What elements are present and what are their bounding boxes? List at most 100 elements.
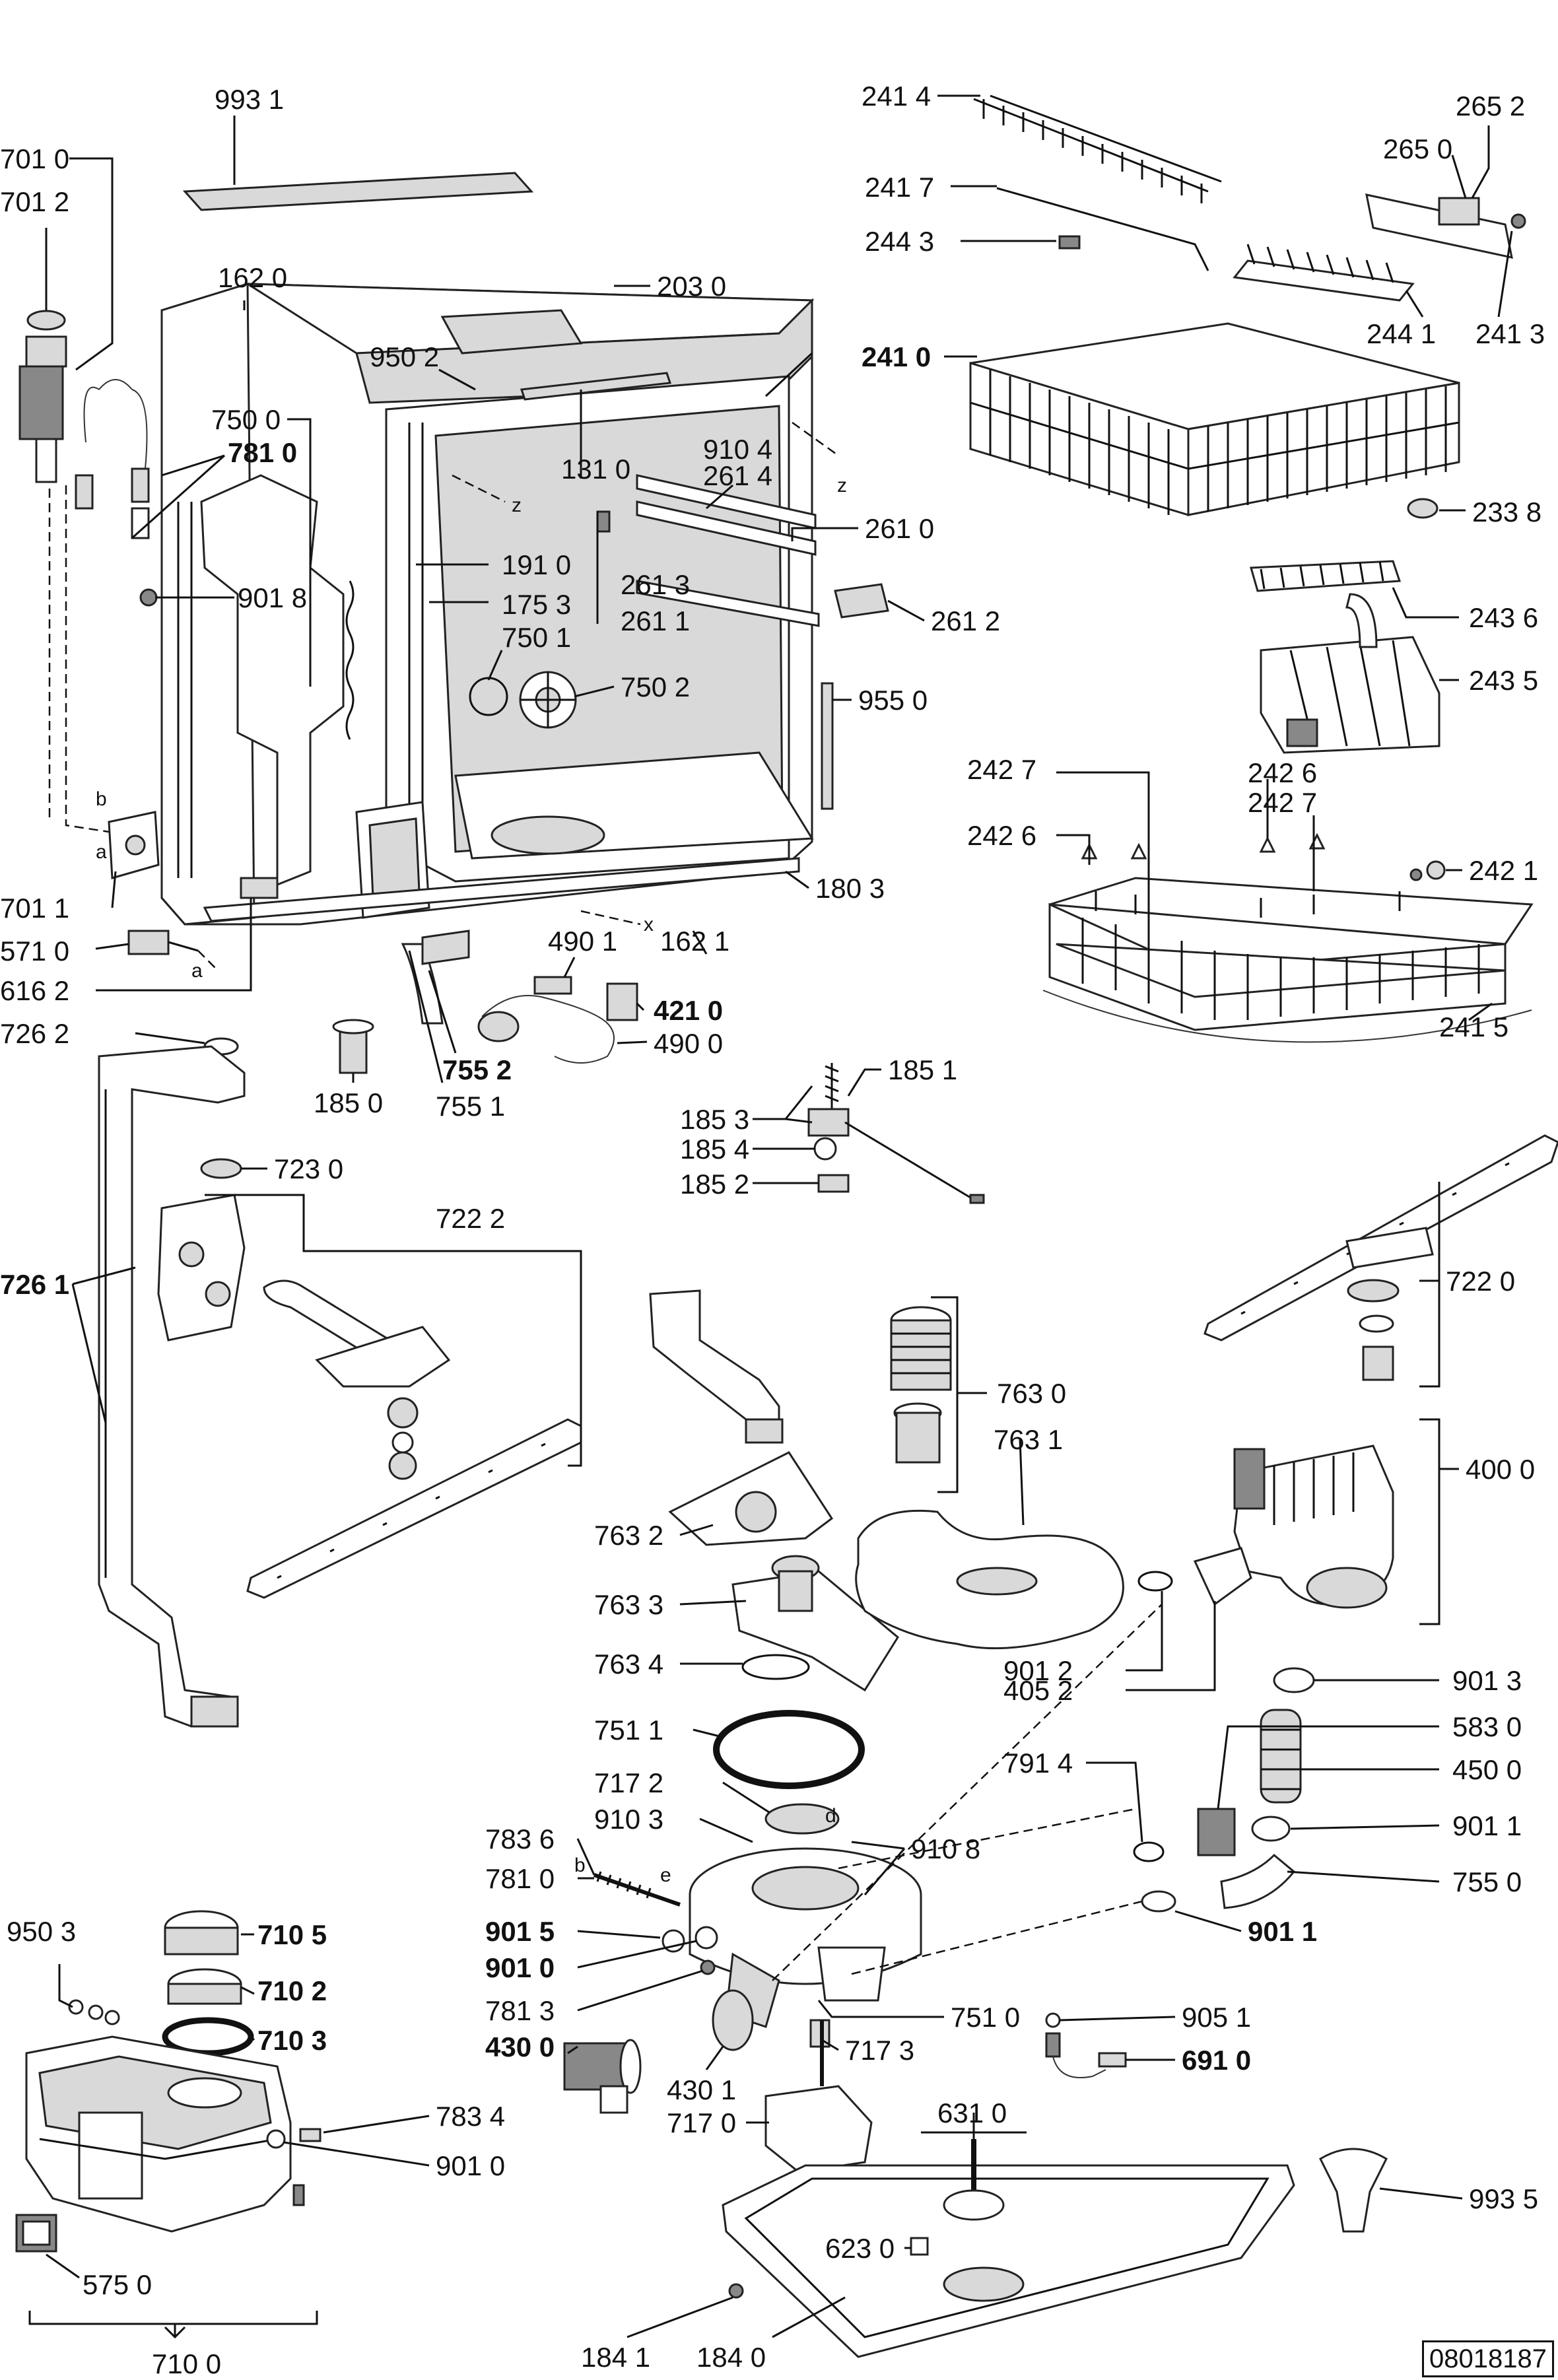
callout-751-0: 751 0 [951, 2002, 1020, 2033]
marker-a: a [191, 960, 203, 982]
callout-244-1: 244 1 [1367, 318, 1436, 349]
circulation-pump-assembly [1133, 1445, 1394, 1913]
callout-421-0: 421 0 [654, 995, 723, 1026]
base-assembly [722, 2012, 1388, 2358]
callout-710-2: 710 2 [257, 1975, 327, 2006]
callout-405-2: 405 2 [1003, 1675, 1073, 1706]
callout-244-3: 244 3 [865, 226, 934, 257]
callout-763-4: 763 4 [594, 1649, 663, 1680]
callout-241-7: 241 7 [865, 172, 934, 203]
document-id-box: 08018187 [1422, 2340, 1554, 2377]
callout-751-1: 751 1 [594, 1715, 663, 1746]
callout-430-1: 430 1 [667, 2074, 736, 2105]
callout-243-5: 243 5 [1469, 665, 1538, 696]
inlet-valve-assembly [18, 310, 638, 1074]
callout-901-1-right: 901 1 [1452, 1810, 1522, 1841]
callout-261-3: 261 3 [621, 569, 690, 600]
callout-722-0: 722 0 [1446, 1266, 1515, 1297]
callout-722-2: 722 2 [436, 1203, 505, 1234]
leveling-foot-assembly [807, 1063, 985, 1204]
callout-910-8: 910 8 [911, 1833, 980, 1864]
callout-261-4: 261 4 [703, 460, 772, 491]
callout-242-7-left: 242 7 [967, 754, 1036, 785]
callout-701-0: 701 0 [0, 143, 69, 174]
callout-623-0: 623 0 [825, 2233, 895, 2264]
callout-955-0: 955 0 [858, 685, 928, 716]
callout-575-0: 575 0 [83, 2269, 152, 2300]
callout-781-3: 781 3 [485, 1995, 555, 2026]
callout-717-0: 717 0 [667, 2107, 736, 2138]
callout-723-0: 723 0 [274, 1153, 343, 1184]
callout-710-5: 710 5 [257, 1919, 327, 1950]
callout-755-0: 755 0 [1452, 1866, 1522, 1897]
callout-241-3: 241 3 [1475, 318, 1545, 349]
callout-901-0-dispenser: 901 0 [436, 2150, 505, 2181]
marker-d: d [825, 1805, 836, 1827]
callout-490-0: 490 0 [654, 1028, 723, 1059]
callout-233-8: 233 8 [1472, 496, 1541, 527]
callout-185-0: 185 0 [314, 1087, 383, 1118]
callout-763-1: 763 1 [994, 1424, 1063, 1455]
callout-265-2: 265 2 [1456, 90, 1525, 121]
callout-750-2: 750 2 [621, 671, 690, 702]
marker-b: b [96, 788, 107, 810]
callout-430-0: 430 0 [485, 2031, 555, 2062]
dispenser-assembly [15, 1910, 322, 2339]
callout-242-6-right: 242 6 [1248, 757, 1317, 788]
callout-905-1: 905 1 [1182, 2002, 1251, 2033]
marker-a: a [96, 841, 107, 863]
callout-710-0: 710 0 [152, 2348, 221, 2379]
callout-265-0: 265 0 [1383, 133, 1452, 164]
marker-b: b [574, 1854, 586, 1876]
callout-901-2: 901 2 [1003, 1655, 1073, 1686]
callout-180-3: 180 3 [815, 873, 885, 904]
callout-242-1: 242 1 [1469, 855, 1538, 886]
callout-755-2: 755 2 [442, 1054, 512, 1085]
callout-750-0: 750 0 [211, 404, 281, 435]
callout-763-2: 763 2 [594, 1520, 663, 1551]
callout-490-1: 490 1 [548, 926, 617, 957]
callout-901-5: 901 5 [485, 1916, 555, 1947]
spray-system [98, 1037, 1558, 1728]
callout-726-1: 726 1 [0, 1269, 69, 1300]
callout-571-0: 571 0 [0, 935, 69, 967]
callout-400-0: 400 0 [1466, 1454, 1535, 1485]
callout-755-1: 755 1 [436, 1091, 505, 1122]
callout-242-7-right: 242 7 [1248, 787, 1317, 818]
callout-701-1: 701 1 [0, 893, 69, 924]
callout-901-8: 901 8 [238, 582, 307, 613]
callout-184-1: 184 1 [581, 2342, 650, 2373]
callout-162-0: 162 0 [218, 262, 287, 293]
part-callouts: 993 1 701 0 701 2 162 0 203 0 950 2 750 … [0, 81, 1545, 2379]
marker-e: e [660, 1864, 671, 1886]
sump-filter-assembly [563, 1289, 1163, 2173]
callout-783-4: 783 4 [436, 2101, 505, 2132]
callout-185-4: 185 4 [680, 1134, 749, 1165]
callout-717-3: 717 3 [845, 2035, 914, 2066]
callout-750-1: 750 1 [502, 622, 571, 653]
callout-203-0: 203 0 [657, 271, 726, 302]
callout-243-6: 243 6 [1469, 602, 1538, 633]
callout-910-4: 910 4 [703, 434, 772, 465]
leader-lines [45, 94, 1513, 2338]
callout-175-3: 175 3 [502, 589, 571, 620]
callout-261-1: 261 1 [621, 605, 690, 636]
callout-993-5: 993 5 [1469, 2183, 1538, 2214]
callout-185-2: 185 2 [680, 1169, 749, 1200]
marker-z: z [512, 494, 522, 516]
basket-assemblies [969, 94, 1534, 1043]
callout-184-0: 184 0 [696, 2342, 766, 2373]
callout-901-3: 901 3 [1452, 1665, 1522, 1696]
callout-950-3: 950 3 [7, 1916, 76, 1947]
callout-901-0-center: 901 0 [485, 1952, 555, 1983]
callout-261-2: 261 2 [931, 605, 1000, 636]
callout-191-0: 191 0 [502, 549, 571, 580]
callout-791-4: 791 4 [1003, 1748, 1073, 1779]
callout-726-2: 726 2 [0, 1018, 69, 1049]
marker-z: z [837, 475, 847, 496]
callout-616-2: 616 2 [0, 975, 69, 1006]
callout-241-5: 241 5 [1439, 1011, 1508, 1042]
marker-x: x [644, 914, 654, 935]
callout-185-3: 185 3 [680, 1104, 749, 1135]
